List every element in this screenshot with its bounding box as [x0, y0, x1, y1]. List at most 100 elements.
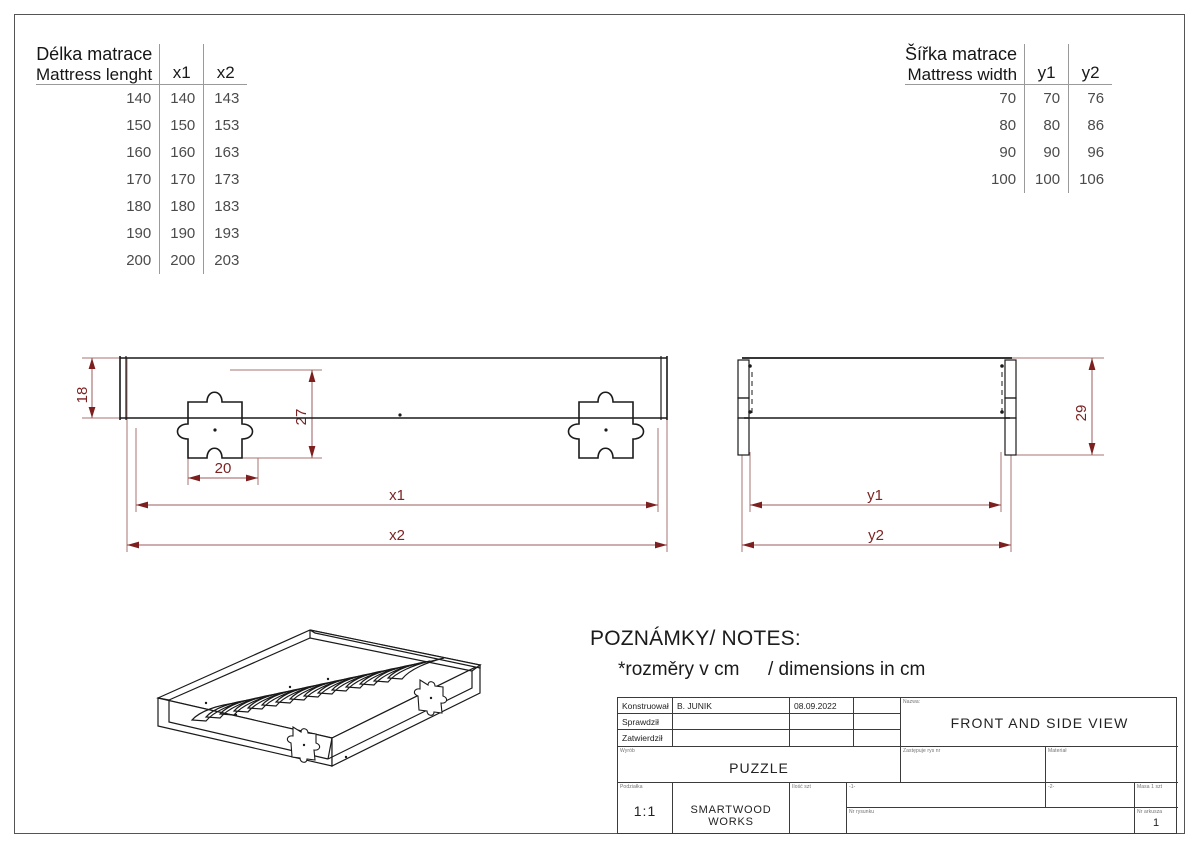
cell-x2: 163	[203, 139, 248, 167]
cell-x2: 203	[203, 247, 248, 275]
frame-corner-left	[157, 697, 170, 701]
cell-mattress: 200	[126, 252, 152, 270]
column-header-y2: y2	[1068, 44, 1113, 85]
tb-checked-label: Sprawdził	[622, 717, 659, 727]
cell-y2: 76	[1068, 84, 1113, 113]
dimension-y1-label: y1	[867, 487, 883, 504]
dimension-x2-label: x2	[389, 527, 405, 544]
table-row: 160 160 163	[36, 139, 248, 167]
tb-designer-name-text: B. JUNIK	[677, 701, 712, 711]
notes-body-en: dimensions in cm	[778, 659, 926, 680]
cell-y2: 86	[1068, 112, 1113, 140]
front-view-body	[119, 356, 668, 420]
tb-col-a[interactable]: -1-	[847, 783, 1046, 808]
fixing-mark	[748, 364, 752, 368]
tb-mass[interactable]: Masa 1 szt	[1135, 783, 1178, 808]
cell-x1: 170	[159, 166, 204, 194]
column-header-x1: x1	[159, 44, 204, 85]
puzzle-piece-left	[176, 391, 254, 459]
table-row: 190 190 193	[36, 220, 248, 248]
cell-x2: 153	[203, 112, 248, 140]
tb-product-label: Wyrób	[620, 748, 635, 754]
tb-replaces[interactable]: Zastępuje rys nr	[901, 747, 1046, 783]
cell-x2: 183	[203, 193, 248, 221]
dimension-27: 27	[293, 370, 316, 458]
dimension-x1-label: x1	[389, 487, 405, 504]
notes-heading: POZNÁMKY/ NOTES:	[590, 627, 925, 651]
tb-drawing-no-label: Nr rysunku	[849, 809, 875, 815]
cell-mattress: 160	[126, 144, 152, 162]
tb-drawing-no[interactable]: Nr rysunku	[847, 808, 1135, 833]
tb-approved-extra[interactable]	[854, 730, 901, 747]
cell-y1: 70	[1024, 84, 1069, 113]
width-title-cz: Šířka matrace	[905, 44, 1018, 64]
tb-company-name: SMARTWOOD WORKS	[690, 804, 772, 828]
cell-mattress: 140	[36, 84, 160, 113]
cell-mattress: 180	[126, 198, 152, 216]
notes-body: *rozměry v cm / dimensions in cm	[618, 659, 925, 681]
tb-col-b-label: -2-	[1048, 784, 1055, 790]
tb-designer-name[interactable]: B. JUNIK	[673, 698, 790, 714]
notes-block: POZNÁMKY/ NOTES: *rozměry v cm / dimensi…	[590, 627, 925, 681]
width-title-en: Mattress width	[907, 64, 1018, 84]
tb-checked-name[interactable]	[673, 714, 790, 730]
tb-designed-date-text: 08.09.2022	[794, 701, 837, 711]
dimension-29-label: 29	[1073, 405, 1090, 422]
tb-material[interactable]: Materiał	[1046, 747, 1178, 783]
title-block: Konstruował B. JUNIK 08.09.2022 Sprawdzi…	[617, 697, 1178, 834]
tb-mass-label: Masa 1 szt	[1137, 784, 1163, 790]
tb-designed-extra[interactable]	[854, 698, 901, 714]
mattress-length-table: Délka matrace Mattress lenght x1 x2 140 …	[36, 44, 248, 275]
tb-col-b[interactable]: -2-	[1046, 783, 1135, 808]
fixing-mark	[748, 410, 752, 414]
tb-name-label: Nazwa:	[903, 699, 921, 705]
tb-approved-name[interactable]	[673, 730, 790, 747]
fixing-mark	[1000, 364, 1004, 368]
tb-drawing-name: Nazwa: FRONT AND SIDE VIEW	[901, 698, 1178, 747]
cell-mattress: 90	[999, 144, 1017, 162]
table-row: 140 140 143	[36, 84, 248, 113]
page-border	[14, 14, 1185, 834]
table-row: 200 200 203	[36, 247, 248, 275]
table-row: 100 100 106	[905, 166, 1113, 194]
tb-checked-extra[interactable]	[854, 714, 901, 730]
tb-scale: Podziałka 1:1	[618, 783, 673, 833]
cell-mattress: 100	[991, 171, 1017, 189]
tb-qty-label: Ilość szt	[792, 784, 811, 790]
tb-checked-date[interactable]	[790, 714, 854, 730]
cell-x1: 140	[159, 84, 204, 113]
centre-mark	[398, 413, 402, 417]
cell-x2: 143	[203, 84, 248, 113]
cell-x2: 173	[203, 166, 248, 194]
tb-designed-date[interactable]: 08.09.2022	[790, 698, 854, 714]
isometric-bed-view	[156, 629, 482, 767]
table-header-row: Délka matrace Mattress lenght x1 x2	[36, 44, 248, 85]
cell-y2: 96	[1068, 139, 1113, 167]
tb-col-a-label: -1-	[849, 784, 856, 790]
width-table-title: Šířka matrace Mattress width	[905, 44, 1025, 85]
cell-y2: 106	[1068, 166, 1113, 194]
length-title-cz: Délka matrace	[36, 44, 153, 64]
tb-approved-label: Zatwierdził	[622, 733, 663, 743]
cell-mattress: 70	[905, 84, 1025, 113]
dimension-y2: y2	[742, 527, 1011, 549]
tb-drawing-title: FRONT AND SIDE VIEW	[950, 715, 1129, 731]
tb-approved-date[interactable]	[790, 730, 854, 747]
iso-puzzle-piece-front	[286, 726, 321, 763]
tb-sheet-no[interactable]: Nr arkusza 1	[1135, 808, 1178, 833]
dimension-x1: x1	[136, 487, 658, 509]
cell-mattress: 190	[126, 225, 152, 243]
tb-qty[interactable]: Ilość szt	[790, 783, 847, 833]
dimension-x2: x2	[127, 527, 667, 549]
frame-corner-right	[471, 664, 481, 672]
slat-group	[190, 657, 445, 722]
puzzle-piece-right	[567, 391, 645, 459]
centre-mark	[604, 428, 608, 432]
dimension-20-label: 20	[215, 460, 232, 477]
iso-puzzle-piece-rear	[413, 679, 448, 716]
tb-designed-label: Konstruował	[622, 701, 669, 711]
dimension-27-label: 27	[293, 409, 310, 426]
table-header-row: Šířka matrace Mattress width y1 y2	[905, 44, 1113, 85]
side-view-drawing: 29 y1 y2	[737, 357, 1104, 552]
notes-body-cz: *rozměry v cm	[618, 659, 740, 680]
